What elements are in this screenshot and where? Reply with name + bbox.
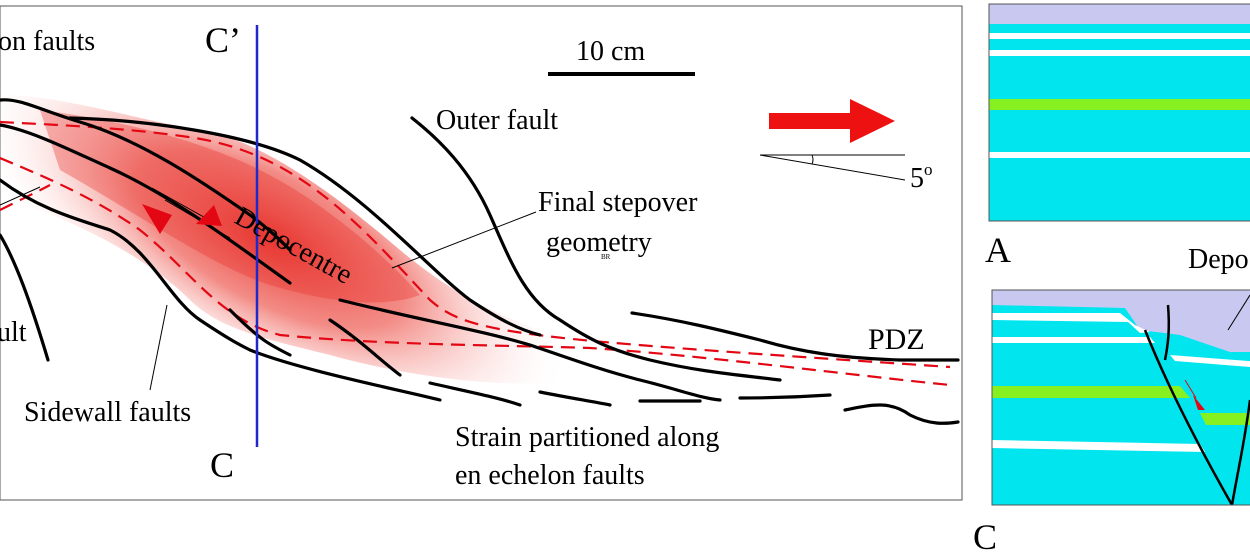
fault-traces	[0, 98, 960, 425]
section-panel-c: C	[973, 289, 1250, 556]
kinematic-line-2	[164, 199, 231, 239]
section-bottom-label: C	[210, 445, 234, 485]
section-c-green-marker	[992, 386, 1190, 398]
final-stepover-label-2: geometry	[546, 227, 652, 258]
depocentre-shading	[0, 95, 600, 384]
fault-segment-4	[428, 381, 522, 407]
section-c-frame	[991, 289, 1250, 506]
angle-label: 5o	[910, 160, 933, 194]
fault-segment-3	[338, 298, 722, 402]
section-c-white-band-2	[1170, 355, 1250, 368]
section-c-arrow-shaft	[1184, 379, 1197, 399]
section-a-background	[989, 4, 1250, 221]
section-a-white-band-1	[989, 33, 1250, 39]
panel-a-label: A	[985, 230, 1011, 270]
section-a-frame	[988, 3, 1250, 222]
final-stepover-label: Final stepover	[538, 187, 698, 218]
outer-fault-label: Outer fault	[436, 105, 558, 136]
strain-label-1: Strain partitioned along	[455, 422, 719, 453]
fault-top	[68, 116, 542, 337]
pdz-label: PDZ	[868, 323, 925, 356]
section-panel-a: A Depo	[985, 3, 1250, 275]
section-c-fault-1	[1143, 329, 1234, 506]
section-c-white-band-1	[992, 313, 1150, 333]
shear-arrow-left	[142, 204, 172, 234]
fault-sidewall-lower	[0, 178, 442, 402]
shear-arrows	[142, 204, 222, 234]
section-a-white-band-3	[989, 152, 1250, 158]
fault-segment-5	[538, 390, 612, 407]
section-c-white-band-3	[992, 337, 1155, 343]
dashed-line-lower	[0, 156, 951, 387]
section-c-green-marker-offset	[1200, 413, 1250, 425]
section-a-green-marker	[989, 99, 1250, 110]
scale-bar-label: 10 cm	[576, 36, 645, 67]
leader-lines	[0, 186, 537, 391]
fault-left-stub	[0, 233, 50, 362]
leader-sidewall	[149, 304, 168, 391]
section-c-arrow	[1193, 395, 1205, 410]
leader-left	[0, 186, 41, 206]
panel-c-label: C	[973, 517, 997, 556]
fault-inner	[0, 123, 292, 285]
angle-tilted-line	[759, 154, 906, 181]
section-c-faults	[1143, 304, 1250, 506]
depocentre-core	[40, 110, 420, 303]
fault-segment-8	[843, 403, 960, 425]
sidewall-faults-label: Sidewall faults	[24, 397, 191, 428]
fault-segment-1	[228, 308, 292, 357]
section-c-leader	[1227, 294, 1250, 331]
watermark-label: BR	[601, 253, 611, 261]
angle-arc	[811, 154, 814, 165]
shear-arrow-right	[196, 205, 222, 226]
depocentre-fragment-label: Depo	[1188, 244, 1249, 275]
section-c-top-layer	[992, 290, 1250, 352]
fault-upper-sidewall	[0, 98, 292, 252]
en-echelon-label: on faults	[0, 26, 95, 57]
leader-final-stepover	[391, 211, 537, 269]
section-c-fault-2	[1163, 304, 1171, 361]
fault-segment-7	[738, 393, 832, 400]
angle-indicator	[759, 154, 906, 181]
pdz-fault	[630, 311, 960, 362]
fault-segment-2	[328, 318, 402, 377]
outer-fault	[410, 116, 782, 382]
section-a-top-layer	[989, 4, 1250, 24]
section-top-label: C’	[205, 20, 241, 60]
strain-label-2: en echelon faults	[455, 460, 645, 491]
section-c-fault-3	[1230, 399, 1250, 506]
section-c-white-band-4	[992, 440, 1205, 452]
section-a-white-band-2	[989, 50, 1250, 56]
motion-arrow	[769, 99, 895, 143]
left-fault-label: ult	[0, 317, 27, 348]
map-view-panel: on faults C’ C 10 cm Outer fault 5o Fina…	[0, 5, 963, 501]
